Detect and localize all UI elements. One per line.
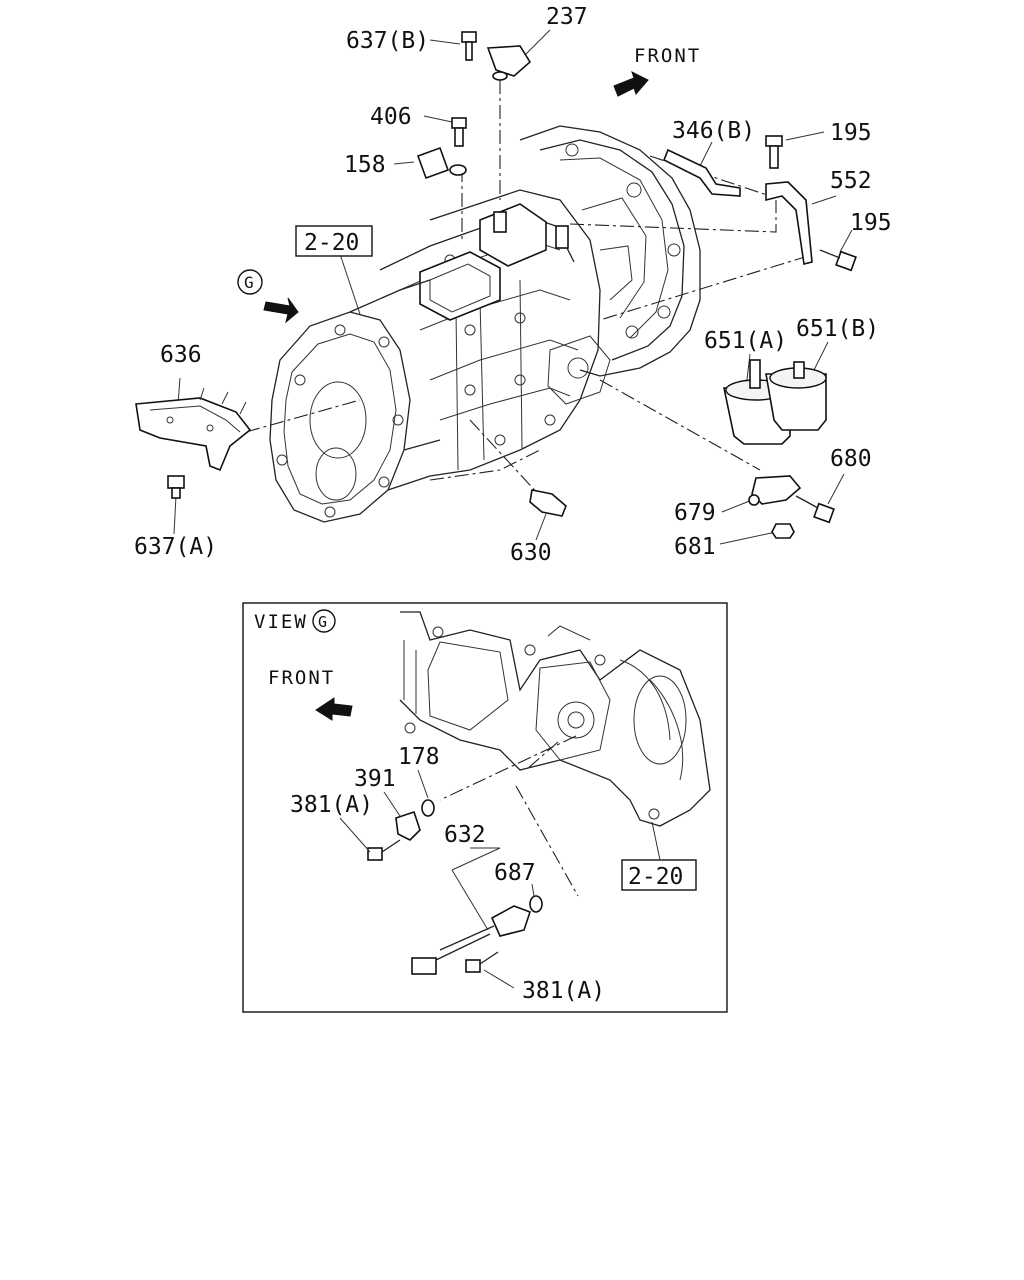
part-637a-bolt [167, 475, 185, 499]
label-view-title: VIEW [254, 611, 308, 633]
part-391-sensor [395, 810, 421, 841]
part-178-oring [421, 799, 435, 817]
part-680-bolt [795, 495, 835, 524]
label-636: 636 [160, 342, 202, 368]
label-front-top: FRONT [634, 45, 701, 67]
leader-lines-top [173, 29, 853, 545]
front-arrow-top [613, 71, 649, 97]
label-679: 679 [674, 500, 716, 526]
label-651a: 651(A) [704, 328, 787, 354]
leader-lines-view [339, 769, 661, 989]
part-552-bracket [765, 181, 813, 265]
part-406-bolt [451, 117, 467, 147]
part-237-clip [486, 45, 532, 81]
part-158-sensor [416, 146, 467, 180]
label-552: 552 [830, 168, 872, 194]
label-651b: 651(B) [796, 316, 879, 342]
part-636-bracket [135, 387, 252, 472]
label-195-side: 195 [850, 210, 892, 236]
label-view-title-marker: G [318, 613, 327, 631]
label-630: 630 [510, 540, 552, 566]
part-679-bracket [748, 475, 802, 506]
label-391: 391 [354, 766, 396, 792]
part-637b-bolt [461, 31, 477, 61]
transmission-assembly [269, 125, 701, 523]
label-ref-top: 2-20 [304, 230, 359, 256]
label-632: 632 [444, 822, 486, 848]
view-g-marker-top [237, 269, 299, 324]
label-195-top: 195 [830, 120, 872, 146]
ref-box-top [295, 225, 373, 257]
part-630-switch [529, 489, 567, 517]
label-406: 406 [370, 104, 412, 130]
label-681: 681 [674, 534, 716, 560]
part-681-nut [771, 523, 795, 539]
view-g-inset [242, 602, 728, 1013]
label-237: 237 [546, 4, 588, 30]
label-637a: 637(A) [134, 534, 217, 560]
label-637b: 637(B) [346, 28, 429, 54]
label-178: 178 [398, 744, 440, 770]
label-381a-2: 381(A) [522, 978, 605, 1004]
label-346b: 346(B) [672, 118, 755, 144]
label-381a-1: 381(A) [290, 792, 373, 818]
part-651-mounts [723, 359, 827, 445]
part-346b-pipe [662, 148, 741, 197]
label-view-marker: G [244, 273, 254, 292]
label-680: 680 [830, 446, 872, 472]
label-158: 158 [344, 152, 386, 178]
part-195-bolt-top [765, 135, 783, 169]
label-ref-view: 2-20 [628, 864, 683, 890]
label-front-view: FRONT [268, 667, 335, 689]
view-g-parts [312, 609, 697, 975]
part-195-bolt-side [819, 249, 857, 272]
label-687: 687 [494, 860, 536, 886]
